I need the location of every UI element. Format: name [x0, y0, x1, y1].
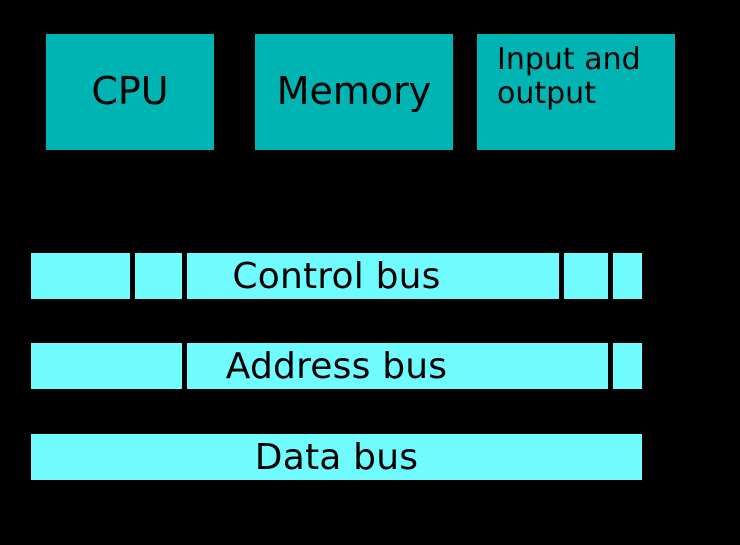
- bus-segment: [31, 434, 642, 480]
- bus-segment: [187, 253, 559, 299]
- component-box-memory: Memory: [255, 34, 453, 150]
- bus-address: Address bus: [31, 343, 642, 389]
- bus-segment: [187, 343, 608, 389]
- component-box-cpu: CPU: [46, 34, 214, 150]
- bus-segment: [135, 253, 182, 299]
- bus-data: Data bus: [31, 434, 642, 480]
- bus-segment: [31, 343, 182, 389]
- component-box-input-output: Input and output: [477, 34, 675, 150]
- bus-segment: [613, 343, 642, 389]
- component-label-input-output: Input and output: [497, 42, 641, 111]
- bus-control: Control bus: [31, 253, 642, 299]
- component-label-cpu: CPU: [91, 69, 169, 114]
- bus-segment: [613, 253, 642, 299]
- bus-segment: [31, 253, 130, 299]
- component-label-memory: Memory: [276, 69, 432, 114]
- bus-segment: [564, 253, 608, 299]
